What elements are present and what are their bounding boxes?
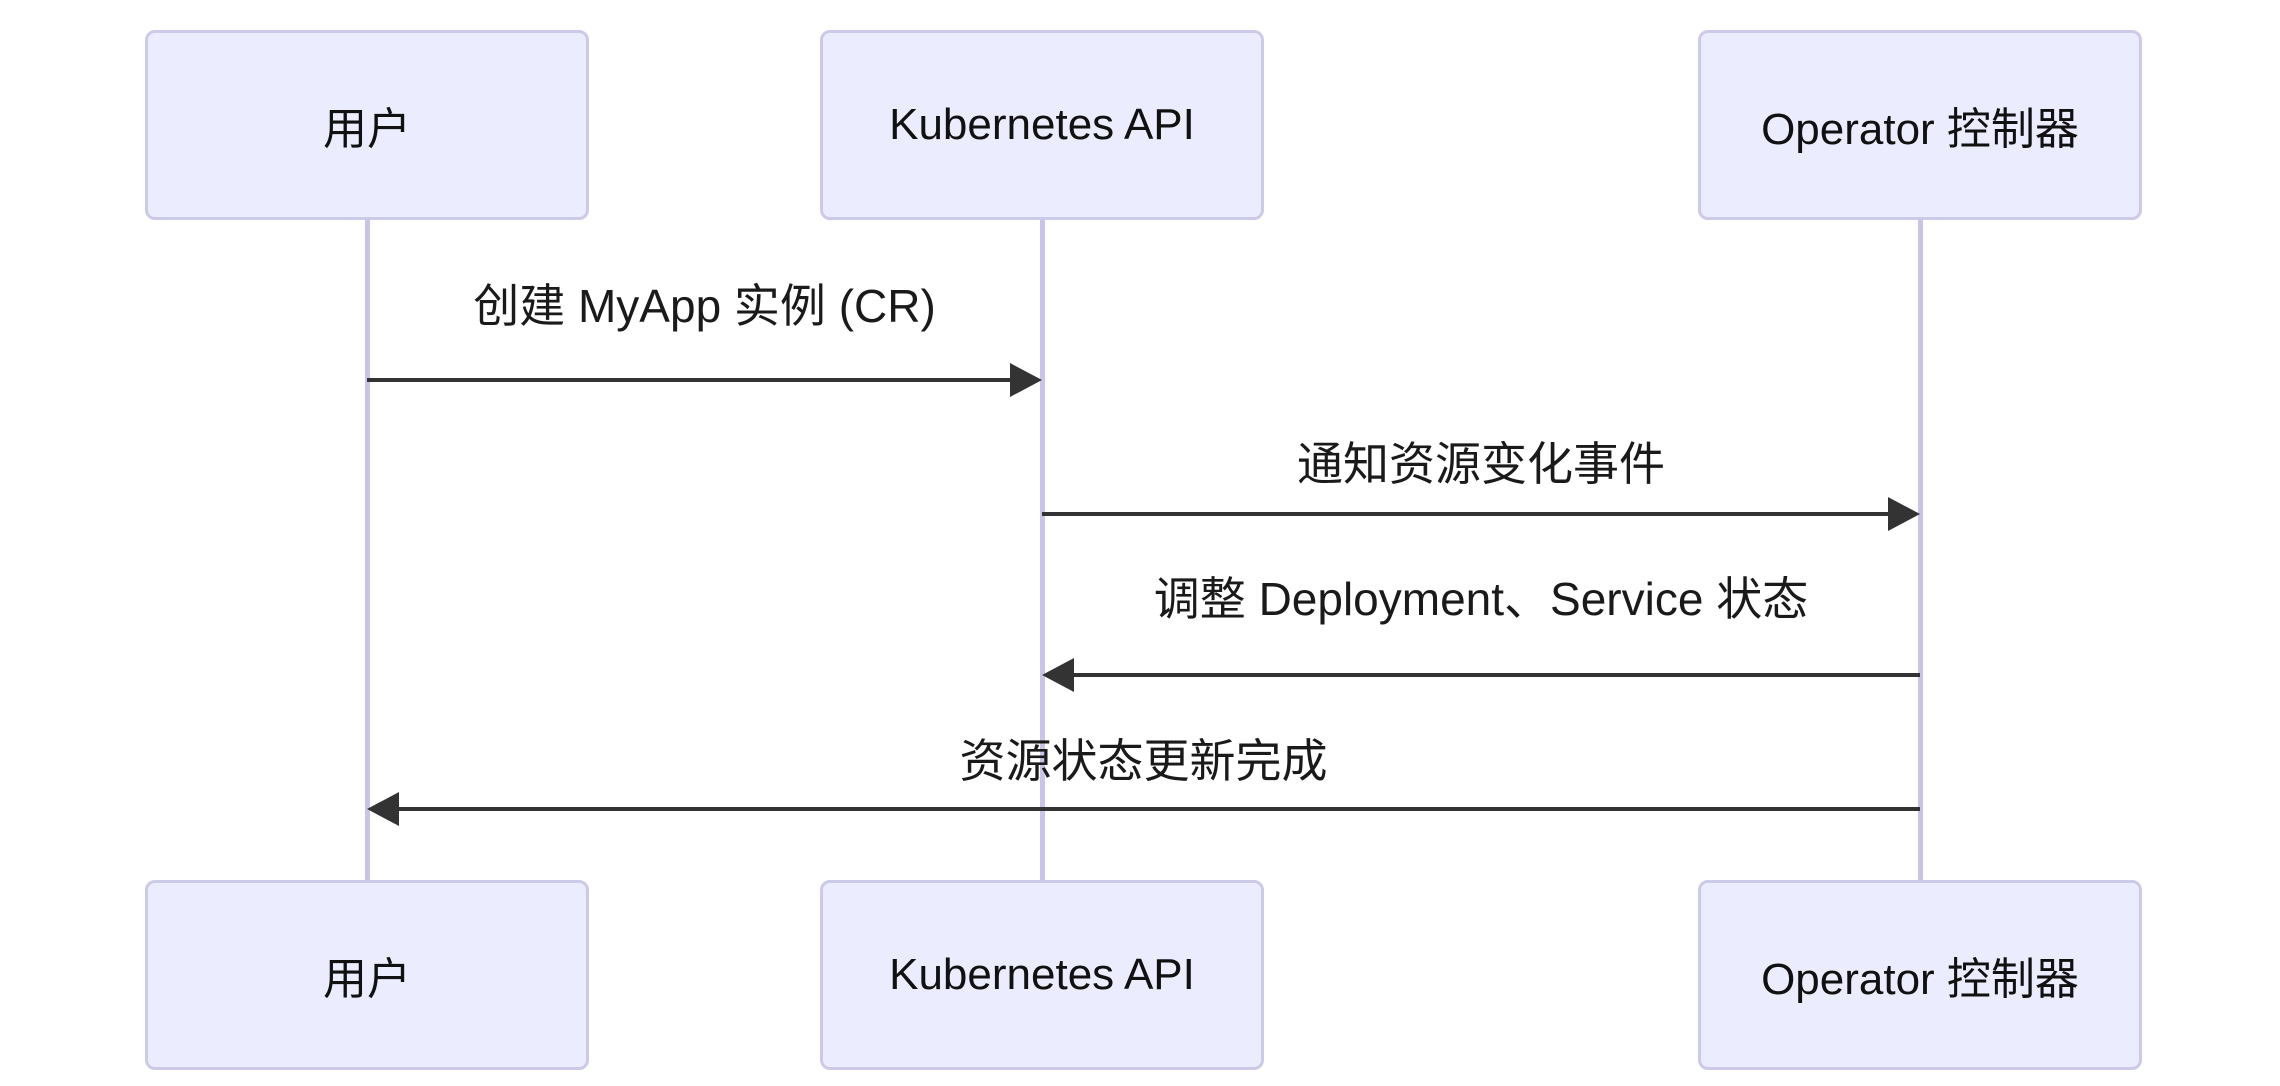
message-line (1046, 673, 1920, 677)
actor-bottom-user: 用户 (145, 880, 589, 1070)
actor-label-operator-controller: Operator 控制器 (1761, 955, 2079, 1004)
message-label: 通知资源变化事件 (1297, 438, 1665, 490)
actor-top-user: 用户 (145, 30, 589, 220)
message-line (1042, 512, 1916, 516)
lifeline-user (365, 120, 370, 960)
arrowhead-left-icon (1042, 658, 1074, 692)
actor-label-operator-controller: Operator 控制器 (1761, 105, 2079, 154)
message-create-myapp-cr: 创建 MyApp 实例 (CR) (367, 277, 1042, 397)
actor-label-user: 用户 (323, 105, 411, 154)
actor-label-user: 用户 (323, 955, 411, 1004)
message-line (367, 378, 1038, 382)
lifeline-operator-controller (1918, 120, 1923, 960)
actor-top-kubernetes-api: Kubernetes API (820, 30, 1264, 220)
actor-bottom-operator-controller: Operator 控制器 (1698, 880, 2142, 1070)
message-adjust-deployment-service: 调整 Deployment、Service 状态 (1042, 570, 1920, 692)
message-label: 资源状态更新完成 (959, 735, 1328, 787)
actor-bottom-kubernetes-api: Kubernetes API (820, 880, 1264, 1070)
message-notify-resource-change: 通知资源变化事件 (1042, 435, 1920, 531)
actor-label-kubernetes-api: Kubernetes API (889, 950, 1195, 999)
message-resource-status-updated: 资源状态更新完成 (367, 732, 1920, 826)
arrowhead-left-icon (367, 792, 399, 826)
message-line (371, 807, 1920, 811)
message-label: 调整 Deployment、Service 状态 (1153, 573, 1809, 625)
lifeline-kubernetes-api (1040, 120, 1045, 960)
arrowhead-right-icon (1888, 497, 1920, 531)
message-label: 创建 MyApp 实例 (CR) (473, 280, 936, 332)
actor-top-operator-controller: Operator 控制器 (1698, 30, 2142, 220)
actor-label-kubernetes-api: Kubernetes API (889, 100, 1195, 149)
arrowhead-right-icon (1010, 363, 1042, 397)
